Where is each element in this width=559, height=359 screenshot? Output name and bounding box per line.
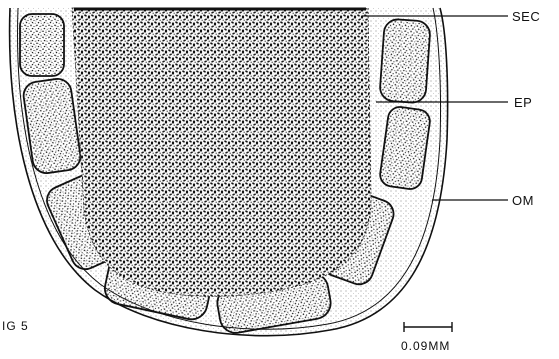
figure-label: IG 5 — [2, 319, 29, 333]
scale-bar-label: 0.09MM — [401, 339, 450, 353]
scale-bar — [404, 322, 452, 332]
label-ep: EP — [514, 95, 532, 110]
secretion-mass — [60, 0, 380, 310]
label-om: OM — [512, 193, 534, 208]
label-sec: SEC — [512, 9, 540, 24]
